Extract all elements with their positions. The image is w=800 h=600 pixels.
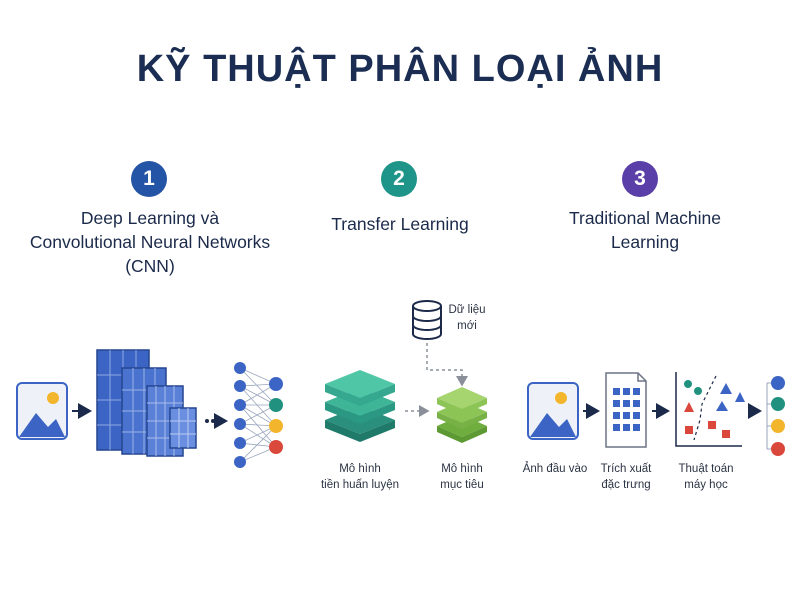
method-1-title-line: (CNN)	[125, 256, 175, 276]
method-1-number: 1	[143, 167, 155, 190]
database-icon	[412, 300, 442, 340]
classification-output-icon	[766, 376, 785, 456]
feature-line: Trích xuất	[600, 463, 652, 475]
method-3-number: 3	[634, 167, 646, 190]
method-1-title: Deep Learning và Convolutional Neural Ne…	[20, 206, 280, 278]
method-2-badge: 2	[381, 161, 417, 197]
input-image-label: Ảnh đầu vào	[500, 461, 610, 477]
ellipsis-arrow-icon	[205, 413, 228, 429]
neural-network-icon	[234, 362, 283, 468]
method-1-title-line: Deep Learning và	[80, 208, 220, 228]
target-model-label: Mô hình mục tiêu	[407, 461, 517, 493]
feature-line: đặc trưng	[601, 479, 651, 491]
method-3-title-line: Learning	[610, 232, 680, 252]
page-title: KỸ THUẬT PHÂN LOẠI ẢNH	[136, 48, 664, 90]
pretrained-model-stack-icon	[325, 370, 395, 442]
feature-extraction-label: Trích xuất đặc trưng	[571, 461, 681, 493]
algorithm-line: Thuật toán	[678, 463, 734, 475]
document-grid-icon	[605, 372, 647, 448]
method-2-title-line: Transfer Learning	[331, 214, 469, 234]
method-1-badge: 1	[131, 161, 167, 197]
new-data-line: mới	[457, 320, 477, 332]
pretrained-line: Mô hình	[339, 463, 381, 475]
pretrained-line: tiền huấn luyện	[320, 479, 399, 491]
cnn-feature-maps-icon	[96, 349, 197, 457]
method-1-title-line: Convolutional Neural Networks	[29, 232, 271, 252]
input-image-line: Ảnh đầu vào	[522, 463, 588, 475]
method-3-title-line: Traditional Machine	[568, 208, 722, 228]
method-3-title: Traditional Machine Learning	[530, 206, 760, 254]
new-data-label: Dữ liệu mới	[432, 302, 502, 334]
target-line: Mô hình	[441, 463, 483, 475]
method-2-number: 2	[393, 167, 405, 190]
target-model-stack-icon	[437, 387, 487, 443]
algorithm-line: máy học	[684, 479, 728, 491]
target-line: mục tiêu	[440, 479, 484, 491]
new-data-line: Dữ liệu	[448, 304, 486, 316]
scatter-plot-icon	[675, 372, 745, 447]
method-2-title: Transfer Learning	[300, 212, 500, 236]
input-image-icon	[527, 382, 579, 440]
ml-algorithm-label: Thuật toán máy học	[651, 461, 761, 493]
method-3-badge: 3	[622, 161, 658, 197]
input-image-icon	[16, 382, 68, 440]
pretrained-model-label: Mô hình tiền huấn luyện	[305, 461, 415, 493]
data-flow-arrow	[426, 343, 468, 387]
